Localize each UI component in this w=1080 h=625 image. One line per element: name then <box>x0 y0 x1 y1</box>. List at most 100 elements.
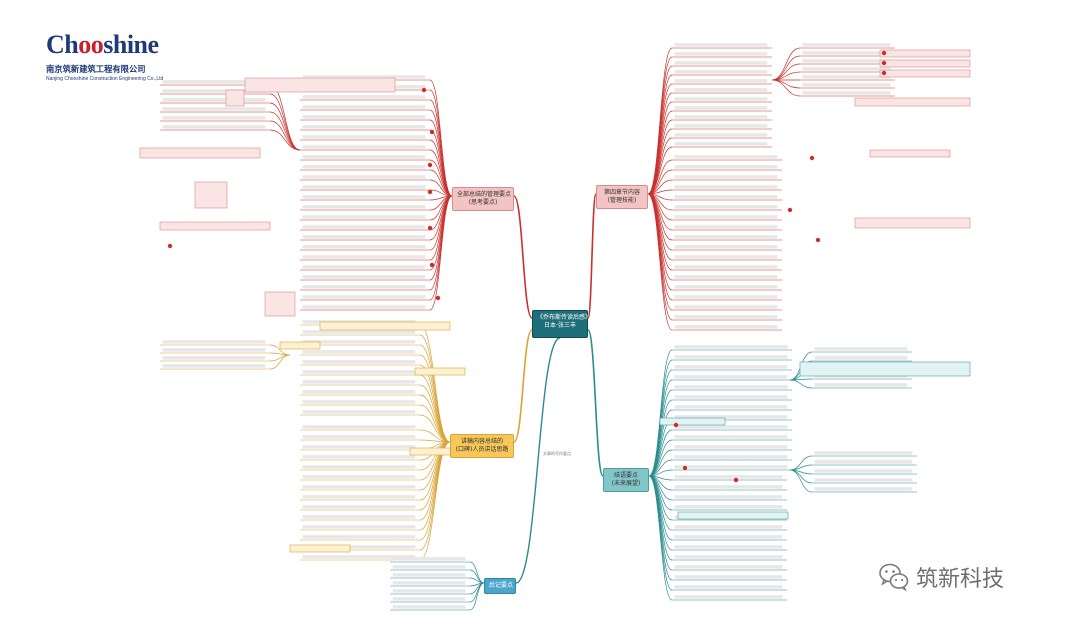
nw-leaf2-edge <box>429 195 453 231</box>
nw-leaf2-text-line <box>302 275 426 279</box>
w-leaf2-text-line <box>302 495 416 499</box>
ne-leaf2-text-line <box>674 235 778 239</box>
e-note-box <box>659 417 726 426</box>
nw-sub-edge <box>269 120 301 151</box>
nw-note-box <box>139 147 261 159</box>
nw-sub-text-line <box>162 98 266 102</box>
ne-leaf-text-line <box>674 106 768 110</box>
ne-leaf2-text-line <box>674 155 778 159</box>
s-leaf-text-line <box>392 565 466 569</box>
center-node-title: 《乔布斯传读后感》 <box>537 314 592 321</box>
w-sub-text-line <box>162 356 266 360</box>
marker-dot <box>427 162 433 168</box>
marker-dot <box>682 465 688 471</box>
ne-leaf2-text-line <box>674 215 778 219</box>
nw-note-box <box>159 221 271 231</box>
e-sub-text-line <box>814 347 908 351</box>
ne-leaf-text-line <box>674 133 768 137</box>
nw-leaf-text-line <box>302 175 426 179</box>
w-leaf2-text-line <box>302 445 416 449</box>
e-leaf2-text-line <box>674 475 783 479</box>
nw-note-box <box>194 181 228 209</box>
e-leaf-text-line <box>674 375 788 379</box>
ne-leaf2-text-line <box>674 275 778 279</box>
s-leaf-edge <box>469 582 485 611</box>
nw-sub-edge <box>269 111 301 151</box>
branch-node-afterword[interactable]: 后记要点 <box>484 578 516 594</box>
e-sub2-edge <box>789 469 813 493</box>
ne-leaf2-text-line <box>674 295 778 299</box>
w-sub-edge <box>269 354 291 370</box>
ne-sub-edge <box>771 47 801 81</box>
branch-node-summary-points[interactable]: 全部总结的管理要点 (思考要点) <box>452 187 514 211</box>
branch-node-speech-summary[interactable]: 讲稿内容总结的 (口碑)人员讲话思路 <box>450 434 514 458</box>
e-sub-edge <box>789 379 813 389</box>
ne-leaf2-text-line <box>674 225 778 229</box>
nw-leaf2-text-line <box>302 205 426 209</box>
nw-leaf-text-line <box>302 105 426 109</box>
ne-sub-text-line <box>802 75 891 79</box>
ne-leaf2-edge <box>647 193 673 291</box>
nw-leaf2-text-line <box>302 225 426 229</box>
w-leaf2-text-line <box>302 515 416 519</box>
marker-dot <box>429 129 435 135</box>
nw-note-box <box>225 89 245 107</box>
branch-node-conclusion[interactable]: 结语要点 (未来展望) <box>603 468 649 492</box>
w-sub-text-line <box>162 364 266 368</box>
marker-dot <box>809 155 815 161</box>
marker-dot <box>435 295 441 301</box>
nw-sub-edge <box>269 102 301 151</box>
nw-leaf-edge <box>429 159 453 197</box>
center-node[interactable]: 《乔布斯传读后感》 日本·张三丰 <box>532 310 592 338</box>
company-logo: Chooshine 南京筑新建筑工程有限公司 Nanjing Chooshine… <box>46 30 176 83</box>
nw-leaf-text-line <box>302 165 426 169</box>
nw-leaf-edge <box>429 169 453 197</box>
marker-dot <box>421 87 427 93</box>
connector-center-to-summary <box>513 195 533 319</box>
ne-leaf2-text-line <box>674 195 778 199</box>
nw-leaf-text-line <box>302 185 426 189</box>
ne-note-box <box>879 59 971 68</box>
marker-dot <box>881 60 887 66</box>
w-leaf-text-line <box>302 390 416 394</box>
ne-leaf-edge <box>647 56 673 195</box>
w-note-box <box>279 341 321 350</box>
s-leaf-text-line <box>392 557 466 561</box>
w-note-box <box>414 367 466 376</box>
w-leaf-edge <box>419 404 451 443</box>
ne-leaf-edge <box>647 137 673 195</box>
ne-leaf2-edge <box>647 159 673 195</box>
branch-label-line: 结语要点 <box>613 472 638 479</box>
e-leaf-text-line <box>674 465 788 469</box>
w-leaf2-text-line <box>302 435 416 439</box>
w-leaf-text-line <box>302 380 416 384</box>
ne-sub-edge <box>771 55 801 81</box>
nw-leaf-text-line <box>302 125 426 129</box>
e-leaf2-text-line <box>674 485 783 489</box>
watermark-text: 筑新科技 <box>916 567 1005 592</box>
w-leaf-edge <box>419 334 451 443</box>
wechat-icon <box>879 563 909 592</box>
nw-leaf-edge <box>429 99 453 197</box>
w-leaf-edge <box>419 324 451 443</box>
branch-label-line: (思考要点) <box>468 199 498 206</box>
ne-leaf-text-line <box>674 88 768 92</box>
nw-leaf-text-line <box>302 155 426 159</box>
e-leaf-text-line <box>674 345 788 349</box>
e-leaf-text-line <box>674 435 788 439</box>
e-leaf2-text-line <box>674 565 783 569</box>
logo-wordmark: Chooshine <box>46 30 159 59</box>
nw-leaf2-text-line <box>302 305 426 309</box>
ne-leaf2-text-line <box>674 265 778 269</box>
s-leaf-text-line <box>392 605 466 609</box>
branch-label-line: 第四章节内容 <box>603 189 640 196</box>
e-leaf2-edge <box>648 475 673 571</box>
nw-sub-edge <box>269 129 301 151</box>
e-leaf2-text-line <box>674 495 783 499</box>
ne-leaf-text-line <box>674 142 768 146</box>
ne-leaf2-text-line <box>674 245 778 249</box>
e-sub2-text-line <box>814 469 913 473</box>
w-sub-text-line <box>162 340 266 344</box>
branch-node-management-skills[interactable]: 第四章节内容 (管理技能) <box>596 185 648 209</box>
